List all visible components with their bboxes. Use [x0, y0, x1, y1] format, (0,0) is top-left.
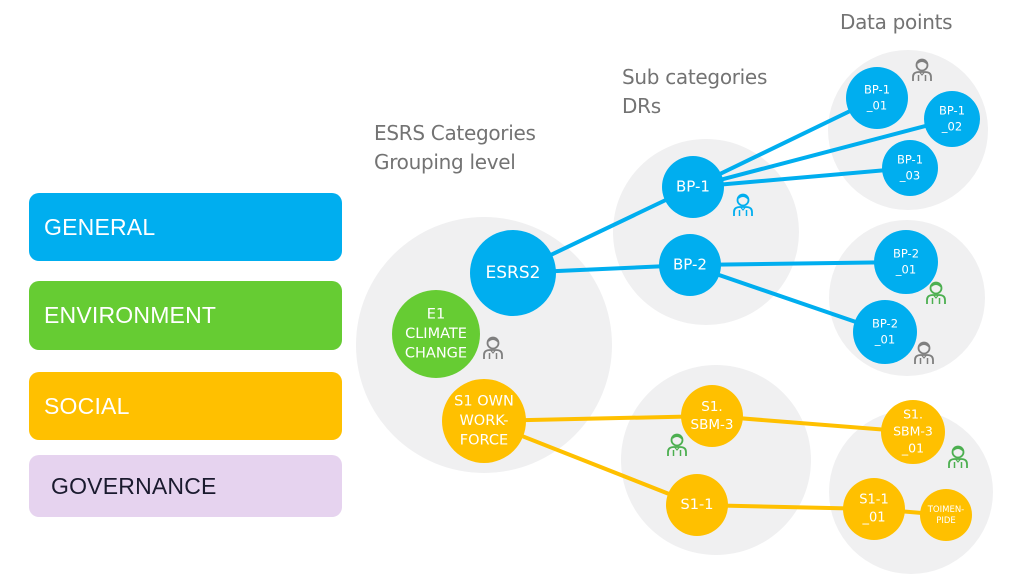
- node-label-bp2: BP-2: [673, 256, 707, 274]
- person-icon: [733, 193, 753, 216]
- node-bp1[interactable]: BP-1: [662, 156, 724, 218]
- node-bp1_02[interactable]: BP-1_02: [924, 91, 980, 147]
- node-s11_01[interactable]: S1-1 _01: [843, 478, 905, 540]
- legend-general-label: GENERAL: [44, 213, 156, 240]
- edge-bp2-bp2_01a: [689, 260, 907, 267]
- node-label-s1: FORCE: [460, 433, 508, 449]
- node-label-s1sbm3_01: S1.: [903, 407, 923, 422]
- node-bp2_01a[interactable]: BP-2_01: [874, 230, 938, 294]
- heading-subcategories-line1: Sub categories: [622, 65, 768, 89]
- heading-categories-line2: Grouping level: [374, 150, 516, 174]
- node-label-bp1_02: _02: [941, 119, 962, 133]
- node-label-e1: CHANGE: [405, 346, 467, 362]
- node-label-e1: E1: [427, 306, 445, 322]
- node-s1sbm3_01[interactable]: S1. SBM-3_01: [881, 400, 945, 464]
- edge-bp1-bp1_01: [692, 96, 878, 189]
- node-circle-s1[interactable]: [442, 379, 526, 463]
- heading-categories: ESRS Categories Grouping level: [374, 119, 536, 177]
- node-label-bp2_01b: BP-2: [872, 317, 898, 331]
- node-label-toimenpide: TOIMEN-: [927, 505, 965, 515]
- node-label-s1sbm3: S1.: [701, 399, 722, 415]
- node-circle-s11[interactable]: [666, 474, 728, 536]
- node-s1sbm3[interactable]: S1. SBM-3: [681, 385, 743, 447]
- node-label-bp2_01b: _01: [874, 332, 895, 346]
- heading-categories-line1: ESRS Categories: [374, 121, 536, 145]
- person-icon: [667, 433, 687, 456]
- node-label-s11: S1-1: [681, 497, 714, 513]
- node-label-s1sbm3_01: _01: [901, 440, 924, 455]
- legend-general: GENERAL: [29, 193, 342, 261]
- node-label-s11_01: _01: [861, 510, 885, 525]
- node-label-bp1_01: BP-1: [864, 83, 890, 97]
- node-circle-bp2_01b[interactable]: [853, 300, 917, 364]
- edge-bp2-bp2_01b: [689, 263, 886, 334]
- node-circle-bp1_02[interactable]: [924, 91, 980, 147]
- node-toimenpide[interactable]: TOIMEN-PIDE: [920, 489, 972, 541]
- node-label-esrs2: ESRS2: [486, 263, 541, 283]
- group-bp-subcategories: [613, 139, 799, 325]
- node-bp1_03[interactable]: BP-1_03: [882, 140, 938, 196]
- persons-layer: [483, 58, 968, 468]
- node-s1[interactable]: S1 OWN WORK- FORCE: [442, 379, 526, 463]
- node-circle-s1sbm3[interactable]: [681, 385, 743, 447]
- legend-environment: ENVIRONMENT: [29, 281, 342, 350]
- node-label-bp1_01: _01: [866, 98, 887, 112]
- node-label-s1sbm3_01: SBM-3: [893, 424, 933, 439]
- legend-social: SOCIAL: [29, 372, 342, 440]
- person-icon: [912, 58, 932, 81]
- heading-datapoints-line1: Data points: [840, 10, 953, 34]
- node-esrs2[interactable]: ESRS2: [470, 230, 556, 316]
- heading-datapoints: Data points: [840, 8, 953, 37]
- node-label-e1: CLIMATE: [405, 326, 467, 342]
- node-label-bp1_02: BP-1: [939, 104, 965, 118]
- person-icon: [926, 281, 946, 304]
- node-label-bp1: BP-1: [676, 178, 710, 196]
- node-circle-bp2[interactable]: [659, 234, 721, 296]
- node-label-s1: S1 OWN: [454, 393, 514, 409]
- node-bp1_01[interactable]: BP-1_01: [846, 67, 908, 129]
- legend-governance: GOVERNANCE: [29, 455, 342, 517]
- heading-subcategories: Sub categories DRs: [622, 63, 767, 121]
- heading-subcategories-line2: DRs: [622, 94, 661, 118]
- legend-governance-label: GOVERNANCE: [51, 472, 217, 499]
- node-s11[interactable]: S1-1: [666, 474, 728, 536]
- node-bp2[interactable]: BP-2: [659, 234, 721, 296]
- node-label-toimenpide: PIDE: [936, 516, 956, 526]
- node-circle-bp1[interactable]: [662, 156, 724, 218]
- node-circle-esrs2[interactable]: [470, 230, 556, 316]
- person-icon: [914, 341, 934, 364]
- node-circle-bp1_01[interactable]: [846, 67, 908, 129]
- edge-s1sbm3-s1sbm3_01: [711, 414, 914, 434]
- node-circle-bp2_01a[interactable]: [874, 230, 938, 294]
- node-label-bp2_01a: _01: [895, 262, 916, 276]
- node-label-bp1_03: _03: [899, 168, 920, 182]
- node-circle-e1[interactable]: [392, 290, 480, 378]
- node-label-s1sbm3: SBM-3: [691, 417, 734, 433]
- node-label-s1: WORK-: [459, 413, 508, 429]
- edge-bp1-bp1_02: [692, 117, 953, 189]
- person-icon: [483, 336, 503, 359]
- edge-bp1-bp1_03: [692, 166, 911, 189]
- legend-environment-label: ENVIRONMENT: [44, 302, 217, 328]
- node-circle-bp1_03[interactable]: [882, 140, 938, 196]
- node-label-bp2_01a: BP-2: [893, 247, 919, 261]
- node-label-s11_01: S1-1: [859, 493, 889, 508]
- node-bp2_01b[interactable]: BP-2_01: [853, 300, 917, 364]
- node-circle-toimenpide[interactable]: [920, 489, 972, 541]
- legend-social-label: SOCIAL: [44, 392, 130, 419]
- node-circle-s11_01[interactable]: [843, 478, 905, 540]
- node-label-bp1_03: BP-1: [897, 153, 923, 167]
- node-circle-s1sbm3_01[interactable]: [881, 400, 945, 464]
- person-icon: [948, 445, 968, 468]
